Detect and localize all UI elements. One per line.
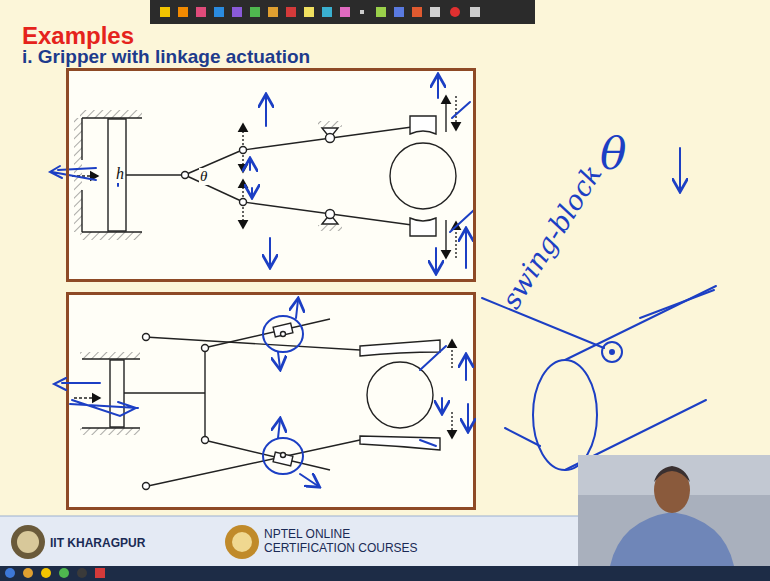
- piston-label: h: [115, 165, 125, 183]
- taskbar-icons: [5, 568, 105, 578]
- toolbar-icons: [160, 7, 480, 17]
- presenter-video: [578, 455, 770, 566]
- slide-title: Examples: [22, 22, 134, 50]
- bottom-linkage: [74, 319, 452, 490]
- handwritten-marks: [50, 76, 474, 272]
- toolbar: [150, 0, 535, 24]
- handwritten-symbol: θ: [600, 128, 627, 179]
- mechanism-panel: hθ: [66, 68, 476, 282]
- institute-name: IIT KHARAGPUR: [50, 536, 145, 550]
- bottom-panel: [68, 294, 475, 509]
- section-heading: i. Gripper with linkage actuation: [22, 46, 310, 68]
- taskbar: [0, 566, 770, 581]
- handwritten-marks: [54, 300, 468, 486]
- angle-label: θ: [199, 168, 208, 185]
- handwritten-note: swing-block: [496, 159, 609, 314]
- swing-block-sketch: [482, 148, 716, 470]
- top-linkage: [72, 96, 456, 258]
- footer-logos: [11, 525, 259, 559]
- top-panel-ground: [66, 68, 476, 282]
- course-name: NPTEL ONLINE CERTIFICATION COURSES: [264, 527, 434, 555]
